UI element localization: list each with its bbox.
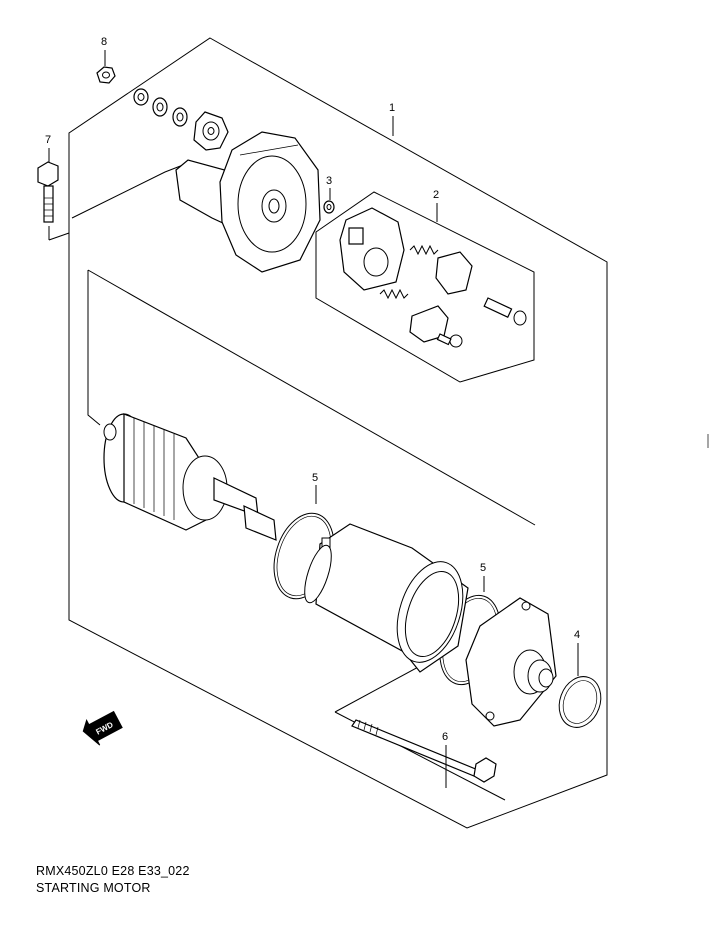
callout-8: 8 xyxy=(101,36,107,48)
callout-5-left: 5 xyxy=(312,472,318,484)
end-o-ring-part xyxy=(558,676,602,728)
inner-reference-frame-2 xyxy=(87,269,536,526)
callout-5-right: 5 xyxy=(480,562,486,574)
brush-holder-part xyxy=(339,207,527,348)
callout-2: 2 xyxy=(433,189,439,201)
front-cover-part xyxy=(175,131,321,273)
brush-holder-boundary xyxy=(315,191,535,383)
through-bolt-part xyxy=(351,719,497,783)
small-washer-part xyxy=(323,200,335,214)
callout-3: 3 xyxy=(326,175,332,187)
callout-6: 6 xyxy=(442,731,448,743)
rear-housing-part xyxy=(465,597,557,727)
leader-lines xyxy=(48,50,579,788)
end-o-ring-part-inner xyxy=(562,680,598,724)
callout-7: 7 xyxy=(45,134,51,146)
armature-part xyxy=(103,413,277,541)
fwd-arrow-icon: FWD xyxy=(82,710,123,746)
washer-parts xyxy=(133,88,188,127)
nut-part xyxy=(96,66,116,84)
yoke-part xyxy=(304,523,469,673)
callout-4: 4 xyxy=(574,629,580,641)
assembly-boundary xyxy=(68,37,608,829)
diagram-title: STARTING MOTOR xyxy=(36,881,151,895)
bolt-7-frame-link xyxy=(48,232,70,241)
callout-1: 1 xyxy=(389,102,395,114)
diagram-code: RMX450ZL0 E28 E33_022 xyxy=(36,864,190,878)
terminal-bushing-part xyxy=(193,111,229,151)
inner-reference-frame xyxy=(87,270,101,426)
mounting-bolt-part xyxy=(37,161,59,223)
front-cover-guide xyxy=(71,164,184,219)
